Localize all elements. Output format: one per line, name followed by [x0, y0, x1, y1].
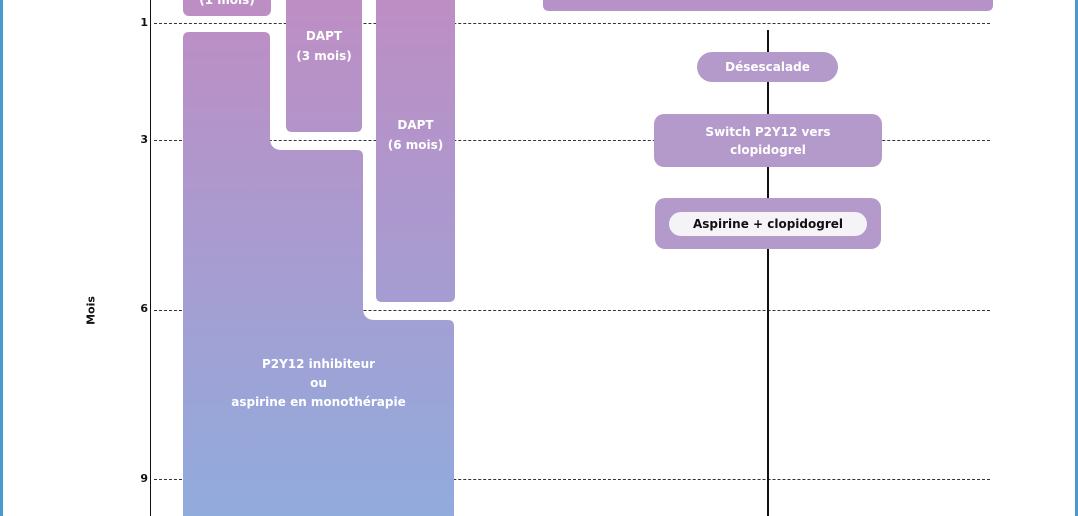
tick-label-1: 1 [140, 16, 148, 29]
dapt-1-month-label: (1 mois) [199, 0, 255, 7]
step-switch-line1: Switch P2Y12 vers [705, 124, 831, 139]
step-switch-clopidogrel: Switch P2Y12 vers clopidogrel [654, 114, 882, 167]
step-deescalation: Désescalade [697, 52, 838, 82]
timeline-connector-3 [767, 167, 769, 198]
tick-label-6: 6 [140, 302, 148, 315]
gridline-6 [154, 310, 990, 311]
dapt-6-title: DAPT [397, 118, 434, 132]
aspirin-clopidogrel-label: Aspirine + clopidogrel [669, 211, 867, 236]
gridline-1 [154, 23, 990, 24]
monotherapy-line1: P2Y12 inhibiteur [261, 357, 376, 371]
dapt-1-month-bar: (1 mois) [183, 0, 271, 16]
step-switch-line2: clopidogrel [730, 142, 806, 157]
dapt-3-month-bar: DAPT (3 mois) [286, 0, 362, 132]
tick-label-9: 9 [140, 472, 148, 485]
dapt-6-month-bar: DAPT (6 mois) [376, 0, 455, 302]
dapt-3-title: DAPT [305, 29, 343, 43]
gridline-3 [154, 140, 990, 141]
monotherapy-line2: ou [310, 376, 327, 390]
frame-right-border [1075, 0, 1078, 516]
frame-left-border [0, 0, 3, 516]
monotherapy-line3: aspirine en monothérapie [231, 395, 406, 409]
monotherapy-label-group: P2Y12 inhibiteur ou aspirine en monothér… [183, 355, 454, 415]
step-deescalation-label: Désescalade [725, 60, 810, 74]
y-axis-line [150, 0, 151, 516]
dapt-3-duration: (3 mois) [296, 49, 352, 63]
timeline-connector-2 [767, 82, 769, 114]
dapt-6-duration: (6 mois) [387, 138, 444, 152]
timeline-connector-1 [767, 30, 769, 52]
tick-label-3: 3 [140, 133, 148, 146]
gridline-9 [154, 479, 990, 480]
timeline-connector-4 [767, 249, 769, 516]
step-aspirin-clopidogrel: Aspirine + clopidogrel [655, 198, 881, 249]
